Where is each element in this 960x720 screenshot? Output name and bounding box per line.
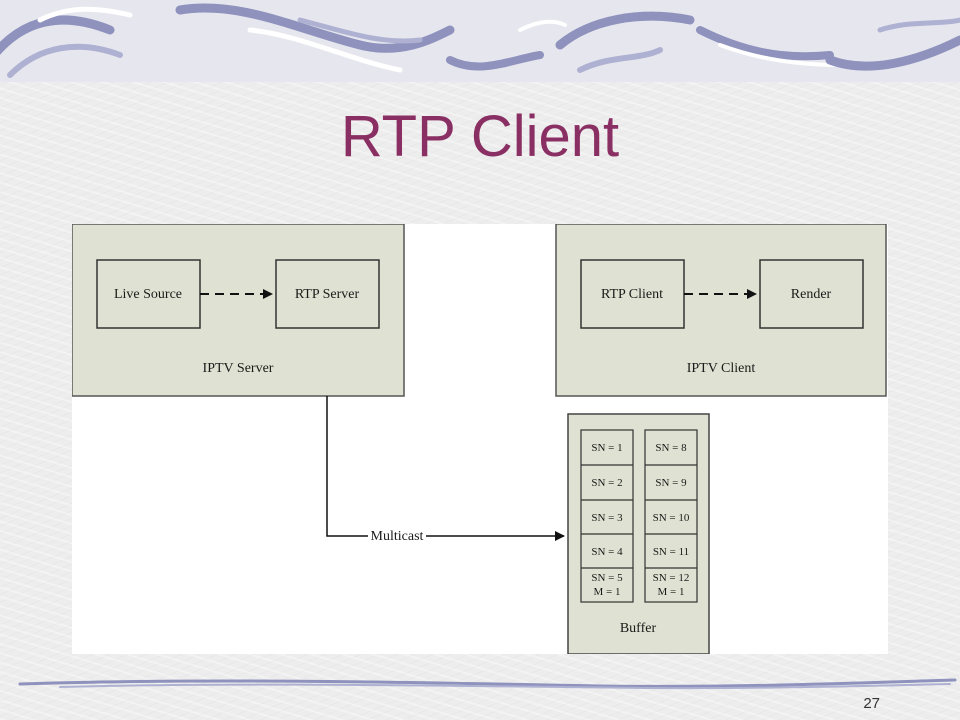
decorative-bottom-rule (18, 678, 957, 690)
live-source-node: Live Source (96, 259, 201, 329)
buffer-cell-last-marker: M = 1 (658, 586, 685, 598)
buffer-cell: SN = 3 (591, 512, 623, 524)
rtp-server-node: RTP Server (275, 259, 380, 329)
buffer-cell-last-sn: SN = 12 (653, 572, 690, 584)
iptv-server-label: IPTV Server (203, 361, 274, 376)
buffer-label: Buffer (620, 621, 657, 636)
multicast-label: Multicast (371, 529, 424, 544)
buffer-right-column: SN = 8 SN = 9 SN = 10 SN = 11 SN = 12 M … (644, 429, 698, 603)
buffer-cell: SN = 11 (653, 546, 689, 558)
buffer-cell: SN = 9 (655, 477, 687, 489)
buffer-cell: SN = 2 (591, 477, 622, 489)
decorative-top-band (0, 0, 960, 82)
slide-title: RTP Client (340, 104, 620, 169)
page-number: 27 (863, 695, 880, 712)
buffer-cell-last-sn: SN = 5 (591, 572, 623, 584)
buffer-cell-last-marker: M = 1 (594, 586, 621, 598)
live-source-label: Live Source (114, 287, 182, 302)
rtp-client-diagram: Live Source RTP Server IPTV Server RTP C… (72, 224, 888, 654)
buffer-left-column: SN = 1 SN = 2 SN = 3 SN = 4 SN = 5 M = 1 (580, 429, 634, 603)
iptv-client-label: IPTV Client (687, 361, 756, 376)
buffer-cell: SN = 10 (653, 512, 690, 524)
iptv-server-group: Live Source RTP Server IPTV Server (72, 224, 405, 397)
buffer-cell: SN = 4 (591, 546, 623, 558)
buffer-node: SN = 1 SN = 2 SN = 3 SN = 4 SN = 5 M = 1… (567, 413, 710, 654)
buffer-cell: SN = 8 (655, 442, 687, 454)
multicast-connector: Multicast (326, 396, 565, 544)
rtp-client-label: RTP Client (601, 287, 663, 302)
buffer-cell: SN = 1 (591, 442, 622, 454)
render-node: Render (759, 259, 864, 329)
render-label: Render (791, 287, 832, 302)
iptv-client-group: RTP Client Render IPTV Client (555, 224, 887, 397)
rtp-server-label: RTP Server (295, 287, 360, 302)
swirl-decoration (0, 3, 960, 78)
rtp-client-node: RTP Client (580, 259, 685, 329)
